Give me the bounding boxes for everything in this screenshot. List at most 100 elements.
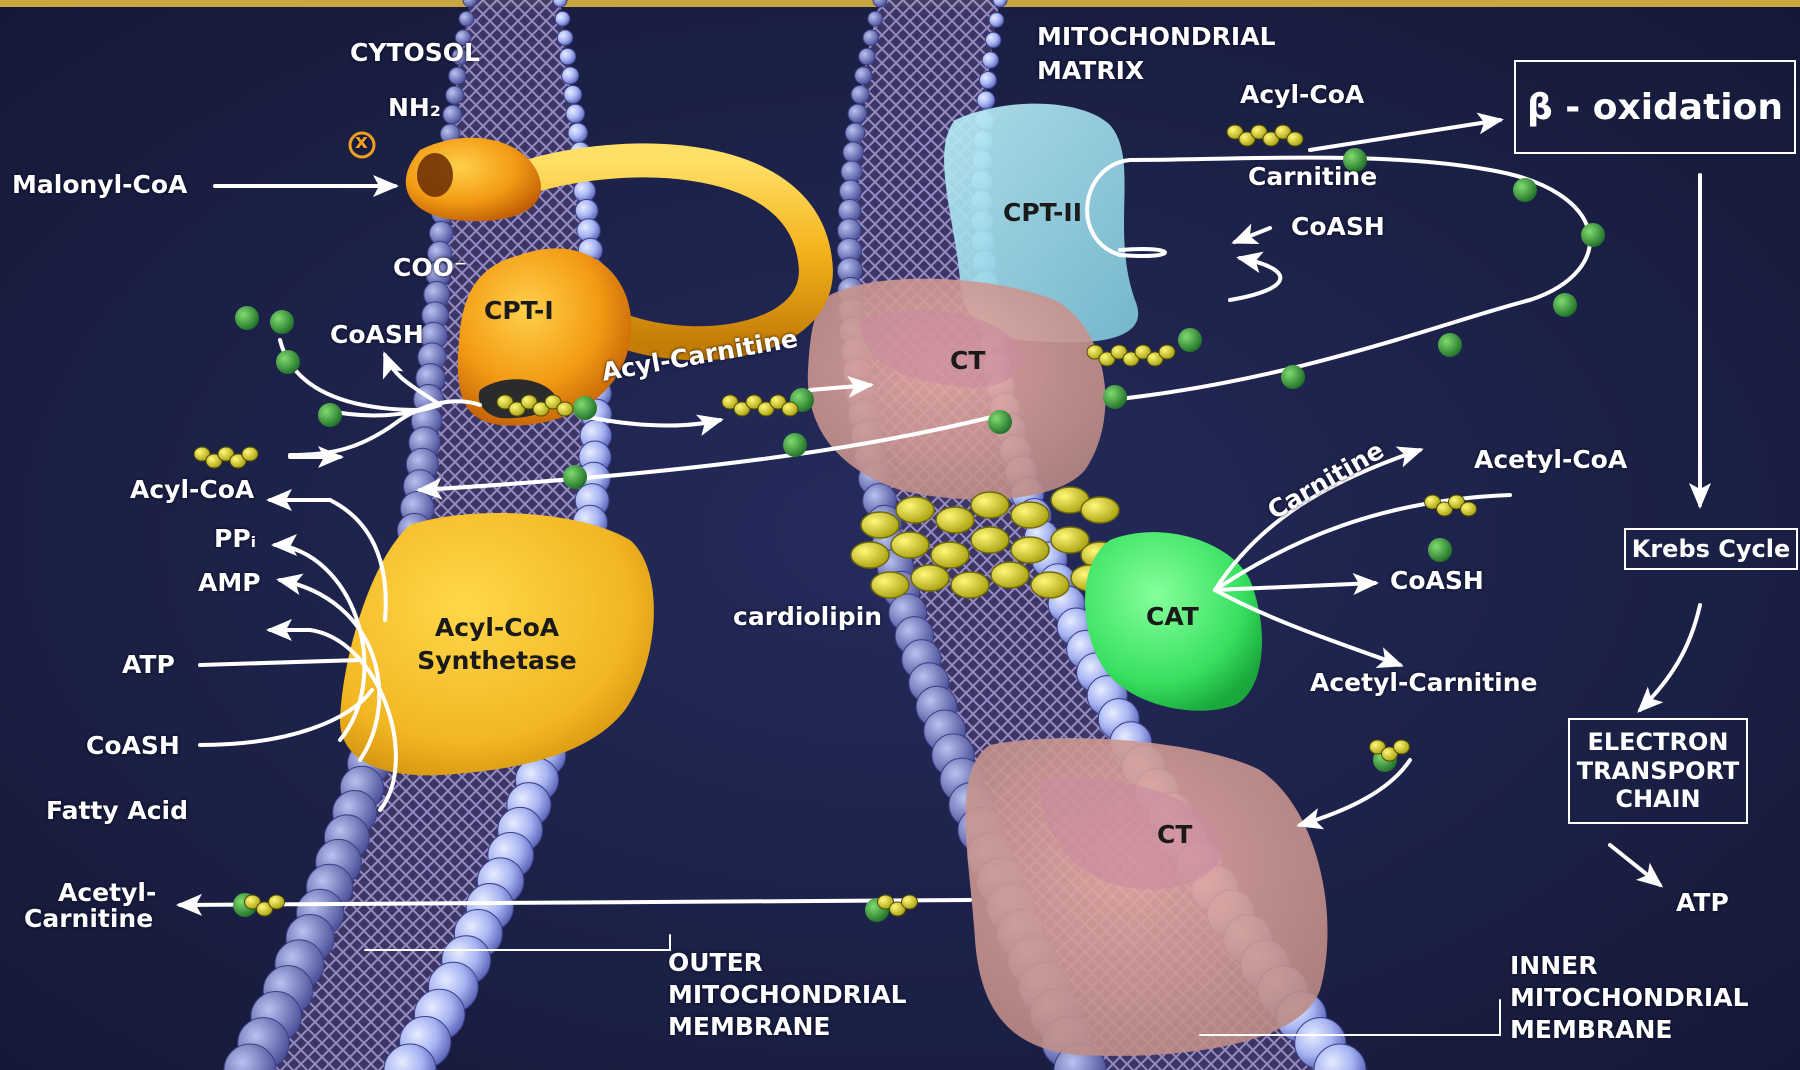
- membrane-bead: [566, 104, 585, 123]
- carnitine-molecule: [783, 433, 807, 457]
- membrane-bead: [843, 142, 863, 162]
- cardiolipin-molecule: [896, 497, 934, 523]
- malonyl-coa-label: Malonyl-CoA: [12, 172, 187, 198]
- membrane-bead: [863, 30, 879, 46]
- inner-membrane-label-line2: MITOCHONDRIAL: [1510, 985, 1749, 1011]
- carnitine-molecule: [573, 396, 597, 420]
- carnitine-molecule: [1103, 385, 1127, 409]
- membrane-bead: [977, 91, 995, 109]
- cardiolipin-molecule: [851, 542, 889, 568]
- acetyl-carnitine-cytosol-label-line1: Acetyl-: [58, 880, 156, 906]
- cardiolipin-molecule: [931, 542, 969, 568]
- coash-matrix-label: CoASH: [1291, 214, 1385, 240]
- matrix-label-line2: MATRIX: [1037, 58, 1144, 84]
- membrane-bead: [574, 180, 596, 202]
- beta-oxidation-box: β - oxidation: [1514, 60, 1796, 154]
- etc-line1: ELECTRON: [1587, 728, 1728, 757]
- cat-label: CAT: [1146, 604, 1199, 630]
- electron-transport-chain-box: ELECTRON TRANSPORT CHAIN: [1568, 718, 1748, 824]
- krebs-cycle-box: Krebs Cycle: [1624, 528, 1798, 570]
- coash-cytosol-label: CoASH: [330, 322, 424, 348]
- cardiolipin-molecule: [971, 492, 1009, 518]
- outer-membrane-label-line3: MEMBRANE: [668, 1014, 831, 1040]
- membrane-bead: [459, 11, 474, 26]
- cardiolipin-molecule: [936, 507, 974, 533]
- membrane-bead: [848, 104, 867, 123]
- carnitine-molecule: [270, 310, 294, 334]
- synthetase-label-line1: Acyl-CoA: [412, 615, 582, 641]
- acyl-chain-bead: [1461, 502, 1477, 516]
- inner-membrane-label-line3: MEMBRANE: [1510, 1017, 1673, 1043]
- coo-label: COO⁻: [393, 255, 467, 281]
- acyl-coa-left-label: Acyl-CoA: [130, 477, 254, 503]
- carnitine-molecule: [1438, 333, 1462, 357]
- membrane-bead: [985, 32, 1001, 48]
- carnitine-molecule: [988, 410, 1012, 434]
- membrane-bead: [845, 123, 865, 143]
- nh2-label: NH₂: [388, 95, 441, 121]
- cardiolipin-molecule: [1011, 502, 1049, 528]
- acyl-chain-bead: [1159, 345, 1175, 359]
- membrane-bead: [446, 86, 464, 104]
- cardiolipin-molecule: [891, 532, 929, 558]
- cardiolipin-molecule: [911, 565, 949, 591]
- outer-membrane-label-line1: OUTER: [668, 950, 763, 976]
- carnitine-molecule: [1428, 538, 1452, 562]
- acyl-chain-bead: [269, 895, 285, 909]
- ct-bottom-label: CT: [1157, 822, 1192, 848]
- outer-membrane-label-line2: MITOCHONDRIAL: [668, 982, 907, 1008]
- cardiolipin-molecule: [871, 572, 909, 598]
- acyl-chain-bead: [557, 402, 573, 416]
- membrane-bead: [555, 11, 570, 26]
- coash-cat-label: CoASH: [1390, 568, 1484, 594]
- cardiolipin-molecule: [971, 527, 1009, 553]
- acyl-chain-bead: [1287, 132, 1303, 146]
- etc-line3: CHAIN: [1615, 785, 1700, 814]
- membrane-bead: [841, 161, 862, 182]
- atp-left-label: ATP: [122, 652, 175, 678]
- carnitine-molecule: [1553, 293, 1577, 317]
- acetyl-carnitine-cytosol-label-line2: Carnitine: [24, 906, 153, 932]
- membrane-bead: [851, 86, 869, 104]
- carnitine-molecule: [1178, 328, 1202, 352]
- acyl-chain-bead: [242, 447, 258, 461]
- matrix-label-line1: MITOCHONDRIAL: [1037, 24, 1276, 50]
- acetyl-carnitine-matrix-label: Acetyl-Carnitine: [1310, 670, 1538, 696]
- cardiolipin-molecule: [1031, 572, 1069, 598]
- cpt2-label: CPT-II: [1003, 200, 1082, 226]
- membrane-bead: [559, 48, 575, 64]
- inhibition-x: x: [355, 131, 368, 152]
- acyl-chain-bead: [902, 895, 918, 909]
- membrane-bead: [568, 123, 588, 143]
- membrane-bead: [557, 30, 573, 46]
- membrane-bead: [855, 67, 872, 84]
- ct-top-label: CT: [950, 348, 985, 374]
- carnitine-molecule: [1513, 178, 1537, 202]
- acetyl-coa-label: Acetyl-CoA: [1474, 447, 1627, 473]
- cytosol-label: CYTOSOL: [350, 40, 480, 66]
- ppi-label: PPᵢ: [214, 526, 256, 552]
- membrane-bead: [840, 180, 862, 202]
- carnitine-molecule: [276, 350, 300, 374]
- membrane-bead: [443, 105, 462, 124]
- acyl-chain-bead: [782, 402, 798, 416]
- membrane-bead: [979, 71, 996, 88]
- cardiolipin-molecule: [1081, 497, 1119, 523]
- coash-synthetase-label: CoASH: [86, 733, 180, 759]
- membrane-bead: [982, 52, 998, 68]
- atp-right-label: ATP: [1676, 890, 1729, 916]
- synthetase-label-line2: Synthetase: [412, 648, 582, 674]
- carnitine-molecule: [563, 465, 587, 489]
- amp-label: AMP: [198, 570, 261, 596]
- cardiolipin-label: cardiolipin: [733, 604, 882, 630]
- fatty-acid-label: Fatty Acid: [46, 798, 188, 824]
- membrane-bead: [564, 86, 582, 104]
- carnitine-matrix-label: Carnitine: [1248, 164, 1377, 190]
- membrane-bead: [989, 13, 1004, 28]
- membrane-bead: [562, 67, 579, 84]
- inner-membrane-label-line1: INNER: [1510, 953, 1597, 979]
- cardiolipin-molecule: [991, 562, 1029, 588]
- membrane-bead: [449, 67, 466, 84]
